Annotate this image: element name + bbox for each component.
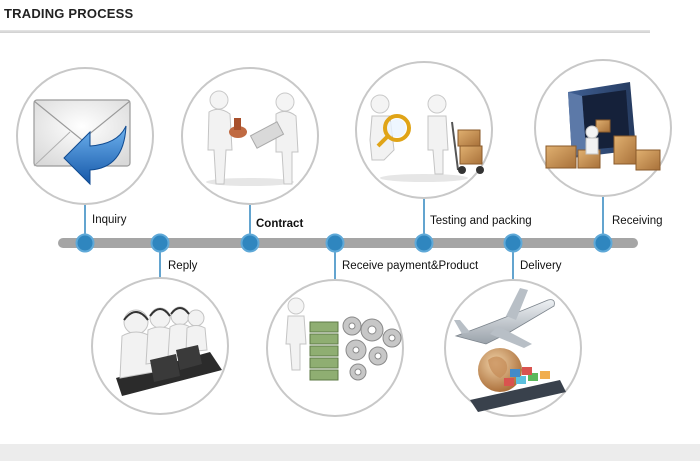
timeline-node [150,233,170,253]
plane-ship-globe-icon [454,288,566,412]
headset-operators-icon [116,306,222,396]
step-label-receive-payment: Receive payment&Product [342,260,479,272]
inquiry-illustration [16,67,154,205]
handshake-contract-icon [206,90,299,186]
step-label-receiving: Receiving [612,215,663,227]
timeline-nodes [75,233,613,253]
step-label-reply: Reply [168,260,198,272]
container-boxes-icon [545,82,661,171]
step-label-delivery: Delivery [520,260,562,272]
step-label-testing-packing: Testing and packing [430,215,532,227]
timeline-node [414,233,434,253]
timeline-bar [58,238,638,248]
section-title: TRADING PROCESS [4,6,134,21]
timeline-node [75,233,95,253]
envelope-reply-icon [33,99,131,186]
delivery-illustration [444,279,582,417]
testing-packing-illustration [355,61,493,199]
timeline-node [593,233,613,253]
money-gears-icon [285,297,402,381]
timeline-node [325,233,345,253]
timeline-node [503,233,523,253]
timeline-node [240,233,260,253]
step-label-contract: Contract [256,218,304,230]
reply-illustration [91,277,229,415]
payment-product-illustration [266,279,404,417]
contract-illustration [181,67,319,205]
title-underline [0,30,650,33]
receiving-illustration [534,59,672,197]
step-label-inquiry: Inquiry [92,214,127,226]
magnifier-cart-icon [369,94,484,182]
footer-band [0,444,700,461]
